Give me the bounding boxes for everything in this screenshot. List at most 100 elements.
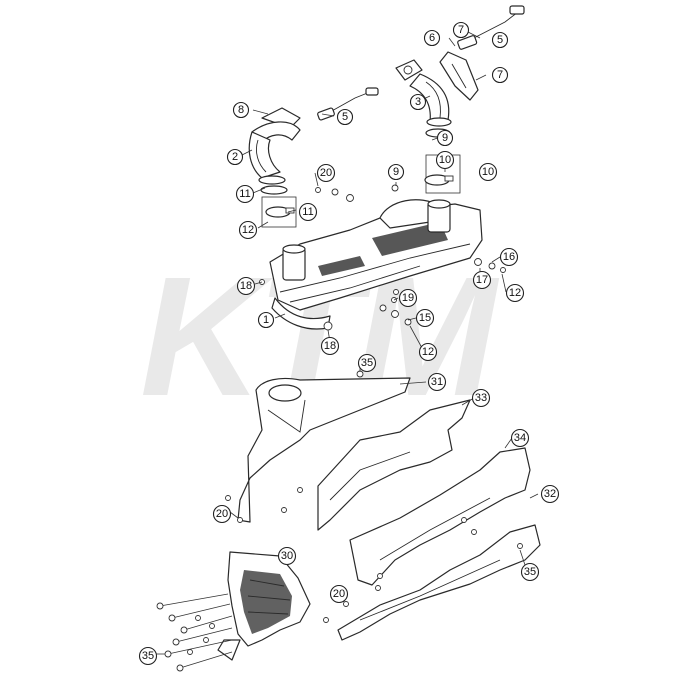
screws-left-group — [156, 593, 233, 672]
header-pipe-left — [248, 107, 301, 195]
callout-12: 12 — [505, 283, 525, 303]
callout-35: 35 — [357, 353, 377, 373]
callout-circle — [418, 342, 438, 362]
callout-circle — [409, 93, 427, 111]
callout-10: 10 — [435, 150, 455, 170]
callout-number: 20 — [320, 167, 332, 179]
callout-5: 5 — [336, 108, 354, 126]
callout-number: 7 — [497, 69, 503, 81]
muffler-main-body — [259, 184, 506, 331]
callout-circle — [435, 150, 455, 170]
callout-30: 30 — [277, 546, 297, 566]
shield-fasteners — [225, 370, 523, 623]
callout-12: 12 — [418, 342, 438, 362]
callout-circle — [491, 31, 509, 49]
callout-9: 9 — [436, 129, 454, 147]
callout-number: 10 — [439, 154, 451, 166]
callout-6: 6 — [423, 29, 441, 47]
callout-circle — [427, 372, 447, 392]
callout-circle — [478, 162, 498, 182]
callout-5: 5 — [491, 31, 509, 49]
clamp-right — [424, 174, 454, 186]
callout-number: 17 — [476, 274, 488, 286]
callout-circle — [520, 562, 540, 582]
callout-number: 11 — [239, 188, 250, 200]
callout-32: 32 — [540, 484, 560, 504]
callout-18: 18 — [320, 336, 340, 356]
callout-number: 12 — [422, 346, 434, 358]
callout-circle — [415, 308, 435, 328]
callout-12: 12 — [238, 220, 258, 240]
callout-number: 15 — [419, 312, 431, 324]
callout-number: 9 — [393, 166, 399, 178]
callout-35: 35 — [138, 646, 158, 666]
callout-number: 12 — [509, 287, 521, 299]
heat-shield-middle-33 — [317, 399, 471, 531]
callout-circle — [320, 336, 340, 356]
callout-15: 15 — [415, 308, 435, 328]
callout-11: 11 — [298, 202, 318, 222]
heat-shield-rear-34 — [349, 447, 531, 586]
callout-20: 20 — [329, 584, 349, 604]
callout-circle — [316, 163, 336, 183]
callout-11: 11 — [235, 184, 255, 204]
callout-20: 20 — [316, 163, 336, 183]
callout-number: 11 — [302, 206, 313, 218]
callout-number: 31 — [431, 376, 443, 388]
callout-number: 35 — [361, 357, 373, 369]
callout-35: 35 — [520, 562, 540, 582]
callout-16: 16 — [499, 247, 519, 267]
callout-7: 7 — [491, 66, 509, 84]
callout-number: 16 — [503, 251, 515, 263]
callout-number: 3 — [415, 96, 421, 108]
callout-34: 34 — [510, 428, 530, 448]
callout-number: 34 — [514, 432, 526, 444]
callout-circle — [329, 584, 349, 604]
callout-circle — [452, 21, 470, 39]
callout-number: 35 — [142, 650, 154, 662]
callout-number: 7 — [458, 24, 464, 36]
callout-number: 2 — [232, 151, 238, 163]
callout-circle — [336, 108, 354, 126]
callout-number: 20 — [216, 508, 228, 520]
callout-circle — [398, 288, 418, 308]
callout-9: 9 — [387, 163, 405, 181]
callout-circle — [471, 388, 491, 408]
callout-circle — [138, 646, 158, 666]
callout-circle — [423, 29, 441, 47]
callout-number: 10 — [482, 166, 494, 178]
callout-circle — [505, 283, 525, 303]
callout-circle — [491, 66, 509, 84]
callout-number: 5 — [342, 111, 348, 123]
callout-20: 20 — [212, 504, 232, 524]
clamp-kit-box-left — [261, 196, 297, 228]
callout-number: 6 — [429, 32, 435, 44]
callout-18: 18 — [236, 276, 256, 296]
callout-number: 18 — [324, 340, 336, 352]
callout-circle — [357, 353, 377, 373]
callout-7: 7 — [452, 21, 470, 39]
callout-number: 19 — [402, 292, 414, 304]
callout-circle — [238, 220, 258, 240]
heat-shield-bracket — [439, 51, 479, 101]
callout-circle — [387, 163, 405, 181]
callout-number: 35 — [524, 566, 536, 578]
callout-number: 32 — [544, 488, 556, 500]
callout-number: 20 — [333, 588, 345, 600]
callout-circle — [226, 148, 244, 166]
callout-number: 1 — [263, 314, 269, 326]
callout-3: 3 — [409, 93, 427, 111]
callout-circle — [510, 428, 530, 448]
callout-circle — [212, 504, 232, 524]
callout-circle — [257, 311, 275, 329]
callout-circle — [236, 276, 256, 296]
callout-number: 5 — [497, 34, 503, 46]
callout-circle — [499, 247, 519, 267]
callout-number: 30 — [281, 550, 293, 562]
callout-number: 8 — [238, 104, 244, 116]
bottom-cover-32 — [337, 524, 541, 641]
callout-number: 33 — [475, 392, 487, 404]
